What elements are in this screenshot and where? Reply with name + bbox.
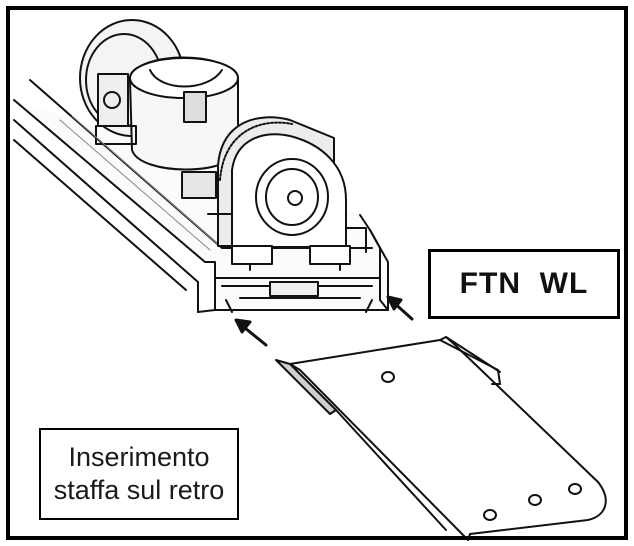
caption-box: Inserimento staffa sul retro [39,428,239,520]
model-label-box: FTN WL [428,249,620,319]
model-label: FTN WL [459,267,589,300]
figure-border [6,6,628,540]
insert-arrow-icon [234,295,414,347]
rail-profile [13,79,389,313]
caption-line-2: staffa sul retro [53,475,225,505]
caption-line-1: Inserimento [68,442,210,472]
motor [95,56,239,199]
mounting-bracket [275,336,607,541]
front-pulley [217,116,351,271]
belt [207,213,367,253]
track-surface [59,115,221,251]
